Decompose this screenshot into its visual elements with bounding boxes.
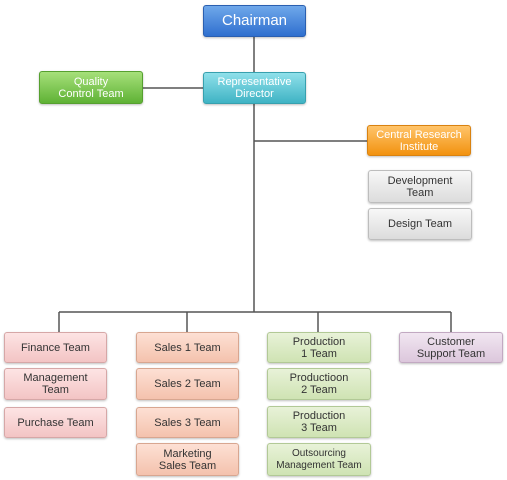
outsourcing-management-team-box: Outsourcing Management Team bbox=[267, 443, 371, 476]
purchase-team-box: Purchase Team bbox=[4, 407, 107, 438]
production-2-team-box: Productioon 2 Team bbox=[267, 368, 371, 400]
development-team-box: Development Team bbox=[368, 170, 472, 203]
sales-1-team-box: Sales 1 Team bbox=[136, 332, 239, 363]
finance-team-box: Finance Team bbox=[4, 332, 107, 363]
chairman-box: Chairman bbox=[203, 5, 306, 37]
sales-3-team-box: Sales 3 Team bbox=[136, 407, 239, 438]
quality-control-team-box: Quality Control Team bbox=[39, 71, 143, 104]
sales-2-team-box: Sales 2 Team bbox=[136, 368, 239, 400]
representative-director-box: Representative Director bbox=[203, 72, 306, 104]
production-1-team-box: Production 1 Team bbox=[267, 332, 371, 363]
management-team-box: Management Team bbox=[4, 368, 107, 400]
central-research-institute-box: Central Research Institute bbox=[367, 125, 471, 156]
design-team-box: Design Team bbox=[368, 208, 472, 240]
production-3-team-box: Production 3 Team bbox=[267, 406, 371, 438]
marketing-sales-team-box: Marketing Sales Team bbox=[136, 443, 239, 476]
customer-support-team-box: Customer Support Team bbox=[399, 332, 503, 363]
